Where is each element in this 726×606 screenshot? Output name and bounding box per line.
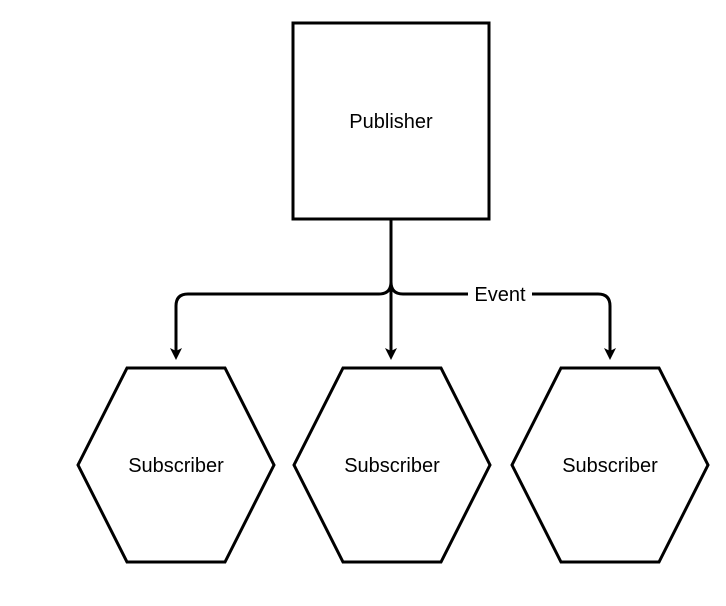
subscriber-label-2: Subscriber [344, 455, 440, 477]
subscriber-label-1: Subscriber [128, 455, 224, 477]
subscriber-node-3[interactable] [510, 366, 710, 564]
connector-to-subscriber-1 [170, 220, 393, 360]
subscriber-label-3: Subscriber [562, 455, 658, 477]
edge-label-event: Event [474, 284, 526, 306]
subscriber-node-1[interactable] [76, 366, 276, 564]
subscriber-node-2[interactable] [292, 366, 492, 564]
publisher-node[interactable] [291, 21, 491, 221]
edge-label-background [468, 282, 532, 306]
publisher-label: Publisher [349, 111, 433, 133]
